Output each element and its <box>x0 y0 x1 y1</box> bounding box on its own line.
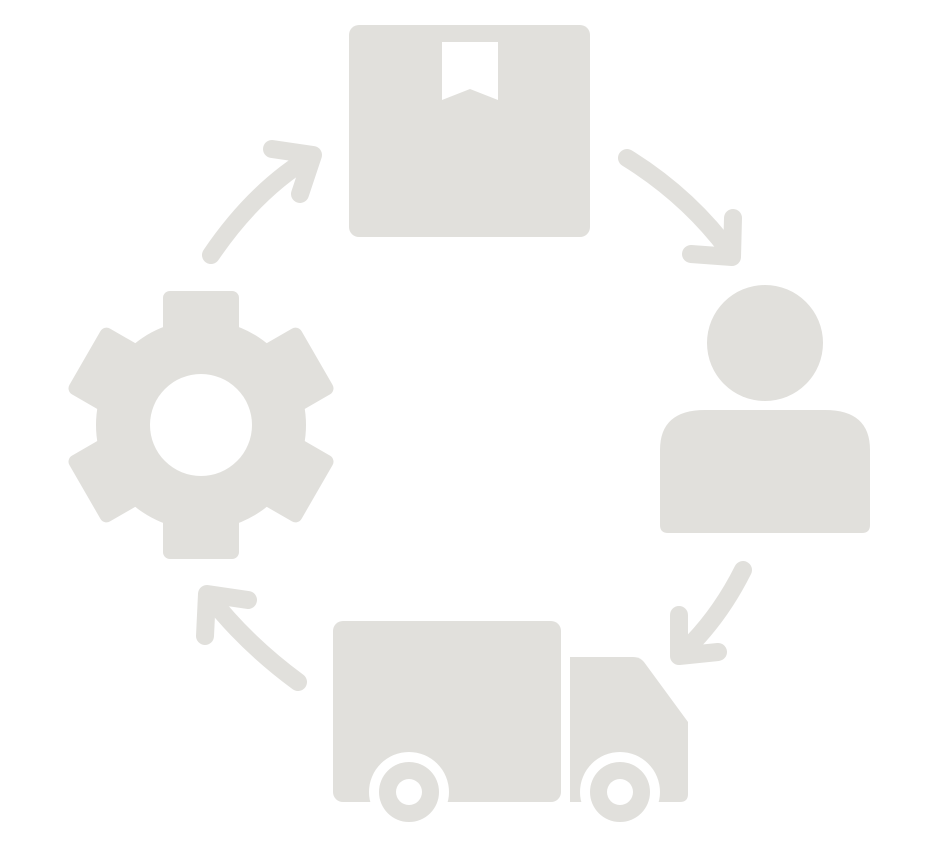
package-box-icon <box>349 25 590 237</box>
delivery-truck-icon <box>333 621 688 832</box>
gear-hole <box>150 374 252 476</box>
user-icon <box>660 285 870 533</box>
arrow-gear-to-box <box>202 140 322 264</box>
arrow-truck-to-gear <box>196 585 307 691</box>
arrow-box-to-user <box>618 149 742 266</box>
gear-icon <box>68 291 334 559</box>
box-label-tag <box>442 42 498 100</box>
arrow-user-to-truck <box>670 561 752 665</box>
